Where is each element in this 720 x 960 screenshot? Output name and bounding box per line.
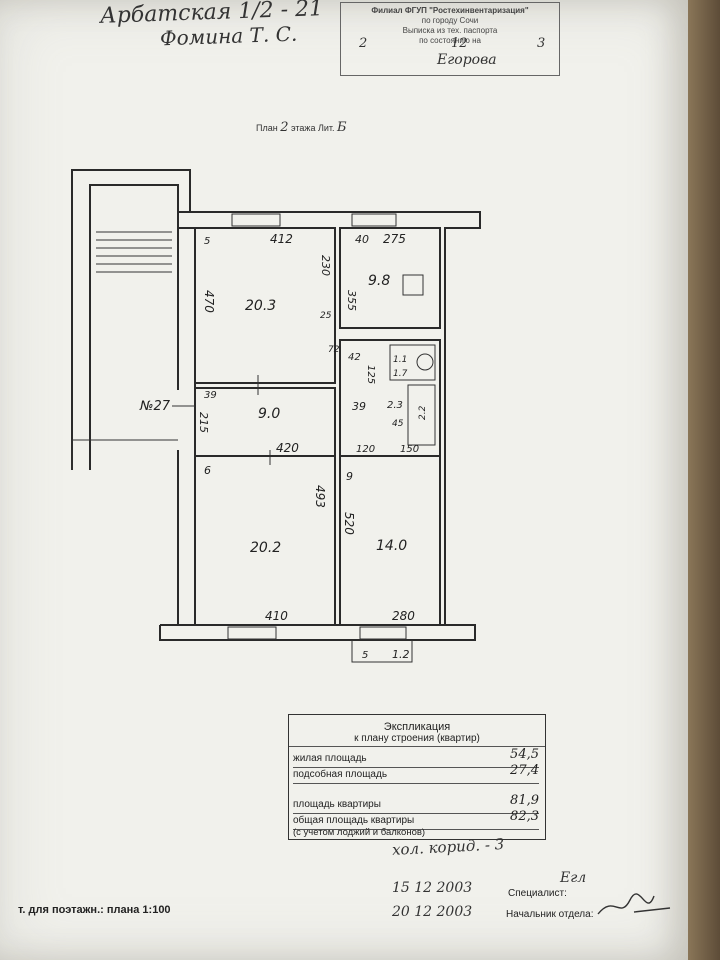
explication-row-value: 81,9: [510, 793, 539, 808]
explication-subtitle: к плану строения (квартир): [289, 733, 545, 747]
specialist-signature: Егл: [560, 870, 587, 886]
dimension-label: 215: [197, 412, 210, 433]
floor-label-prefix: План: [256, 123, 278, 133]
scale-caption: т. для поэтажн.: плана 1:100: [18, 904, 171, 916]
dimension-label: 493: [313, 485, 327, 508]
room-number-label: 9: [346, 470, 353, 483]
explication-title: Экспликация: [383, 721, 451, 733]
explication-row-label: общая площадь квартиры: [293, 815, 415, 826]
dimension-label: 410: [265, 609, 288, 623]
explication-row-label: площадь квартиры: [293, 799, 381, 810]
stamp-line-1: Филиал ФГУП "Ростехинвентаризация": [371, 6, 529, 15]
room-area-label: 2.2: [418, 405, 428, 420]
stamp-line-3: Выписка из тех. паспорта: [402, 26, 498, 35]
dimension-label: 420: [276, 441, 299, 455]
room-area-label: 9.0: [258, 406, 280, 422]
dimension-label: 25: [320, 311, 332, 321]
dimension-label: 1.2: [392, 648, 410, 661]
wc-room: [407, 384, 436, 446]
room-area-label: 20.2: [250, 540, 281, 556]
explication-row: жилая площадь 54,5: [293, 747, 539, 768]
room-living-1: [194, 227, 336, 384]
room-area-label: 2.3: [387, 400, 403, 411]
sink-symbol: [416, 353, 434, 371]
room-number-label: 6: [204, 464, 211, 477]
room-kitchen: [339, 227, 441, 329]
dimension-label: 45: [392, 419, 404, 429]
stove-symbol: [402, 274, 424, 296]
floor-number: 2: [280, 120, 289, 135]
explication-row: подсобная площадь 27,4: [293, 763, 539, 784]
stamp-num-a: 2: [359, 36, 368, 51]
explication-row-value: 27,4: [510, 763, 539, 778]
outer-wall-bottom: [159, 624, 476, 641]
explication-note: (с учетом лоджий и балконов): [293, 827, 426, 838]
flat-number: №27: [139, 399, 171, 414]
stamp-line-4: по состоянию на: [419, 36, 481, 45]
date-specialist: 15 12 2003: [392, 880, 473, 896]
outer-wall-right: [178, 211, 481, 625]
bathroom: [389, 344, 436, 381]
window: [231, 213, 281, 227]
room-area-label: 1.1: [393, 355, 407, 365]
dimension-label: 275: [383, 232, 406, 246]
document-sheet: [0, 0, 690, 960]
explication-row-value: 82,3: [510, 809, 539, 824]
dimension-label: 125: [365, 365, 376, 384]
stairwell-wall: [71, 169, 191, 470]
stamp-num-b: 12: [451, 36, 468, 51]
room-number-label: 5: [204, 236, 210, 247]
floor-label-mid: этажа Лит.: [291, 123, 335, 133]
stamp-signature: Егорова: [437, 52, 497, 68]
room-area-label: 9.8: [368, 273, 390, 289]
balcony: [351, 640, 413, 663]
date-chief: 20 12 2003: [392, 904, 473, 920]
dimension-label: 120: [356, 444, 375, 455]
dimension-label: 355: [345, 290, 358, 311]
dimension-label: 470: [202, 290, 216, 313]
outer-wall-left: [177, 212, 196, 430]
window: [359, 626, 407, 640]
chief-signature: [597, 893, 671, 915]
explication-row: общая площадь квартиры 82,3: [293, 809, 539, 830]
dimension-label: 39: [204, 390, 217, 401]
floor-letter: Б: [337, 120, 347, 135]
explication-row: площадь квартиры 81,9: [293, 793, 539, 814]
dimension-label: 412: [270, 232, 293, 246]
stair-landing: [71, 439, 178, 470]
explication-table: Экспликация к плану строения (квартир) ж…: [288, 714, 546, 840]
explication-row-label: жилая площадь: [293, 753, 367, 764]
stamp-line-2: по городу Сочи: [421, 16, 479, 25]
dimension-label: 520: [342, 512, 356, 535]
dimension-label: 230: [319, 255, 332, 276]
table-background: [688, 0, 720, 960]
specialist-label: Специалист:: [508, 888, 567, 899]
window: [351, 213, 397, 227]
explication-row-label: подсобная площадь: [293, 769, 388, 780]
chief-label: Начальник отдела:: [506, 909, 594, 920]
room-number-label: 5: [362, 650, 368, 661]
dimension-label: 42: [348, 352, 361, 363]
dimension-label: 72: [328, 345, 340, 355]
room-living-3: [339, 455, 441, 626]
window: [227, 626, 277, 640]
dimension-label: 40: [355, 233, 369, 246]
room-living-2: [194, 455, 336, 626]
dimension-label: 280: [392, 609, 415, 623]
room-area-label: 14.0: [376, 538, 407, 554]
floor-label: План 2 этажа Лит. Б: [256, 120, 347, 135]
registry-stamp: Филиал ФГУП "Ростехинвентаризация" по го…: [340, 2, 560, 76]
dimension-label: 150: [400, 444, 419, 455]
dimension-label: 39: [352, 400, 366, 413]
explication-row-value: 54,5: [510, 747, 539, 762]
stairwell-inner: [89, 184, 179, 470]
room-area-label: 20.3: [245, 298, 276, 314]
room-area-label: 1.7: [393, 369, 408, 379]
stamp-num-c: 3: [537, 36, 546, 51]
